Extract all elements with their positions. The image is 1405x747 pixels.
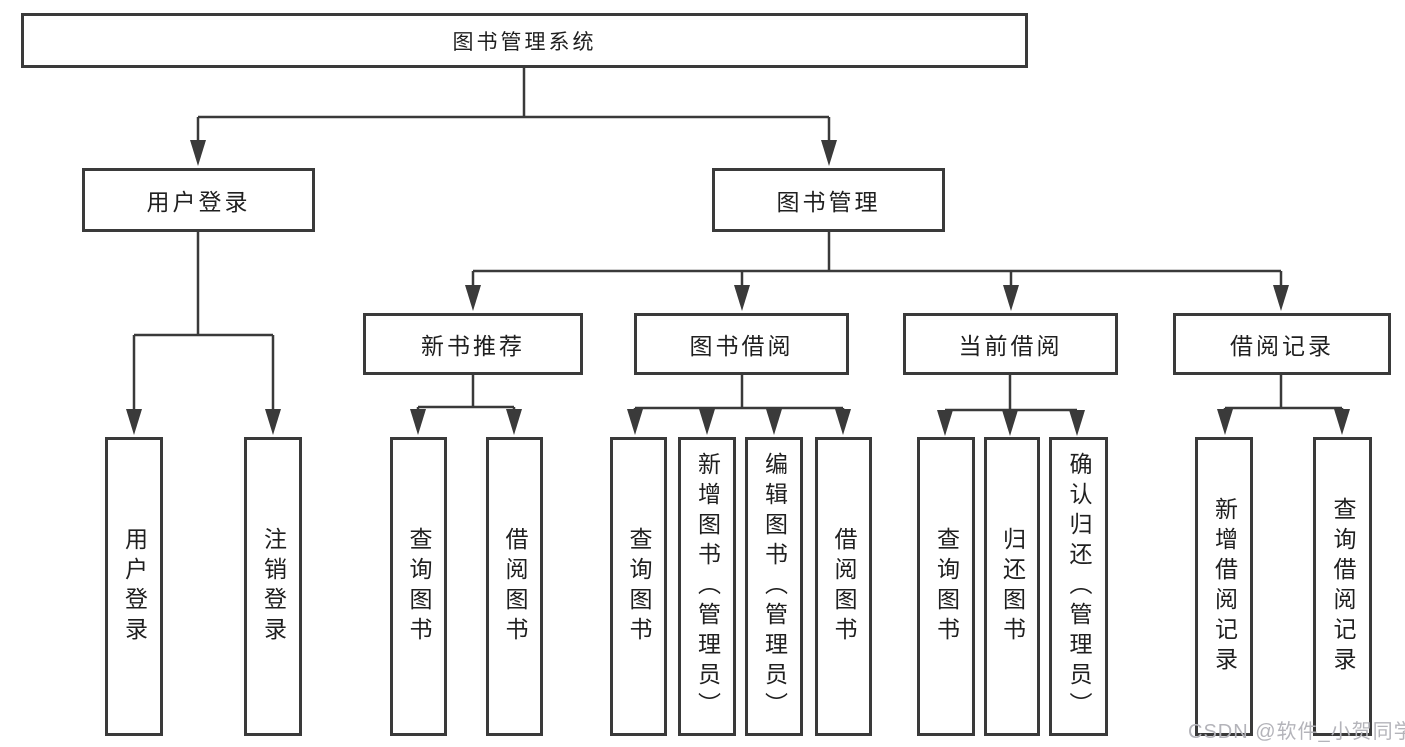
leaf-borrow-books-borrowing: 借阅图书: [815, 437, 872, 736]
node-root: 图书管理系统: [21, 13, 1028, 68]
leaf-return-book: 归还图书: [984, 437, 1040, 736]
node-borrowing-records-label: 借阅记录: [1230, 333, 1334, 359]
leaf-add-borrow-record-label: 新增借阅记录: [1211, 496, 1238, 677]
leaf-add-borrow-record: 新增借阅记录: [1195, 437, 1253, 736]
leaf-add-book-admin-label: 新增图书（管理员）: [694, 451, 721, 722]
node-user-login-branch: 用户登录: [82, 168, 315, 232]
node-user-login-branch-label: 用户登录: [146, 189, 251, 215]
leaf-query-books-current-label: 查询图书: [933, 526, 960, 647]
leaf-query-books-current: 查询图书: [917, 437, 975, 736]
node-book-mgmt-branch-label: 图书管理: [776, 189, 881, 215]
node-current-borrowing-label: 当前借阅: [958, 333, 1063, 359]
leaf-logout-label: 注销登录: [260, 526, 287, 647]
node-current-borrowing: 当前借阅: [903, 313, 1118, 375]
leaf-query-books-borrowing: 查询图书: [610, 437, 667, 736]
leaf-confirm-return-admin: 确认归还（管理员）: [1049, 437, 1108, 736]
node-book-mgmt-branch: 图书管理: [712, 168, 945, 232]
leaf-query-books-recommend-label: 查询图书: [406, 526, 432, 647]
node-book-borrowing: 图书借阅: [634, 313, 849, 375]
node-new-book-recommend-label: 新书推荐: [421, 333, 525, 359]
leaf-borrow-books-borrowing-label: 借阅图书: [831, 526, 857, 647]
leaf-return-book-label: 归还图书: [999, 526, 1026, 647]
leaf-logout: 注销登录: [244, 437, 302, 736]
connector-paths: [132, 68, 1344, 416]
csdn-watermark: CSDN @软件_小贺同学: [1188, 721, 1405, 743]
leaf-query-borrow-record: 查询借阅记录: [1313, 437, 1372, 736]
leaf-user-login: 用户登录: [105, 437, 163, 736]
leaf-user-login-label: 用户登录: [121, 526, 148, 647]
node-root-label: 图书管理系统: [452, 30, 597, 54]
arrowheads: [126, 140, 1350, 436]
leaf-confirm-return-admin-label: 确认归还（管理员）: [1066, 451, 1092, 722]
leaf-query-books-recommend: 查询图书: [390, 437, 447, 736]
leaf-query-books-borrowing-label: 查询图书: [626, 526, 652, 647]
leaf-edit-book-admin-label: 编辑图书（管理员）: [761, 451, 788, 722]
leaf-borrow-books-recommend: 借阅图书: [486, 437, 543, 736]
node-borrowing-records: 借阅记录: [1173, 313, 1391, 375]
leaf-edit-book-admin: 编辑图书（管理员）: [745, 437, 803, 736]
leaf-borrow-books-recommend-label: 借阅图书: [502, 526, 528, 647]
node-new-book-recommend: 新书推荐: [363, 313, 583, 375]
node-book-borrowing-label: 图书借阅: [689, 333, 794, 359]
leaf-query-borrow-record-label: 查询借阅记录: [1330, 496, 1356, 677]
leaf-add-book-admin: 新增图书（管理员）: [678, 437, 736, 736]
